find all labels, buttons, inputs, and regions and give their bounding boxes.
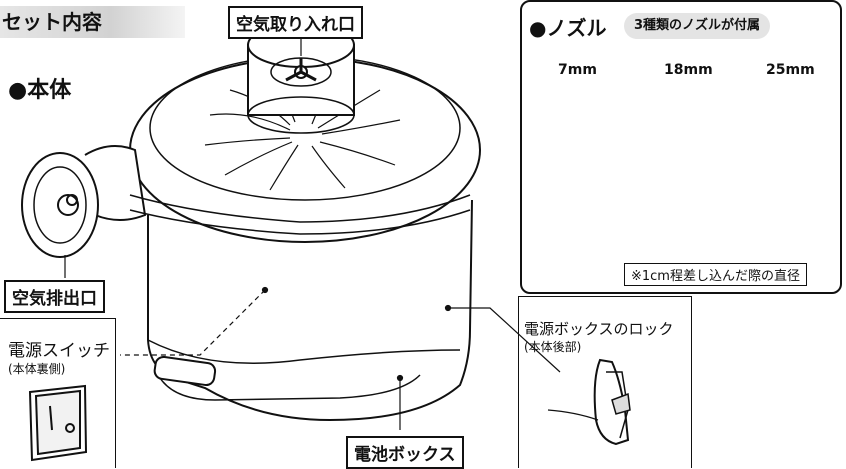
air-outlet-label: 空気排出口 — [4, 280, 105, 313]
battery-lock-sub: (本体後部) — [524, 340, 582, 354]
battery-lock-panel — [518, 296, 692, 468]
section-title: セット内容 — [0, 6, 185, 38]
nozzle-size-18mm: 18mm — [664, 62, 713, 78]
lock-illustration — [547, 358, 631, 446]
nozzle-size-25mm: 25mm — [766, 62, 815, 78]
nozzle-size-7mm: 7mm — [558, 62, 597, 78]
air-intake-label: 空気取り入れ口 — [228, 6, 363, 39]
battery-lock-label: 電源ボックスのロック — [524, 320, 674, 338]
nozzle-note: ※1cm程差し込んだ際の直径 — [624, 263, 807, 286]
power-switch-sub: (本体裏側) — [8, 362, 66, 376]
battery-box-shape — [159, 374, 421, 401]
power-switch-label: 電源スイッチ — [8, 341, 110, 361]
switch-illustration — [28, 384, 88, 462]
power-switch-panel — [0, 318, 116, 468]
nozzle-title: ●ノズル — [529, 16, 607, 40]
battery-box-label: 電池ボックス — [346, 436, 464, 469]
main-unit-title: ●本体 — [8, 78, 72, 103]
nozzle-badge: 3種類のノズルが付属 — [624, 13, 771, 39]
nozzle-panel — [520, 0, 842, 294]
